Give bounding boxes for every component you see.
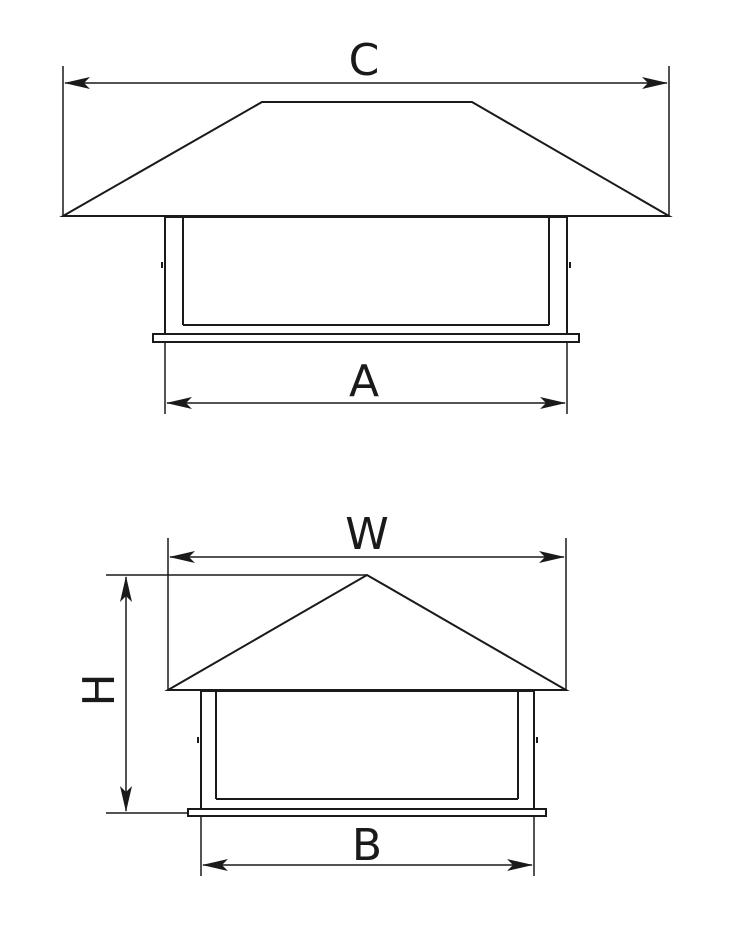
upper-hood-cap [59,101,673,217]
lower-base-flange [187,808,547,817]
c-dimension-label: C [349,35,380,86]
lower-hood-view: W H B [74,509,570,876]
upper-base-flange [152,333,580,343]
a-dimension-label: A [349,356,379,407]
lower-body-outer [200,690,535,810]
b-dimension-label: B [352,820,382,871]
upper-hood-view: C A [59,35,673,414]
w-dimension-label: W [345,509,389,560]
upper-body-outer [164,216,568,335]
lower-hood-cap [164,573,570,691]
h-dimension-label: H [74,673,125,706]
